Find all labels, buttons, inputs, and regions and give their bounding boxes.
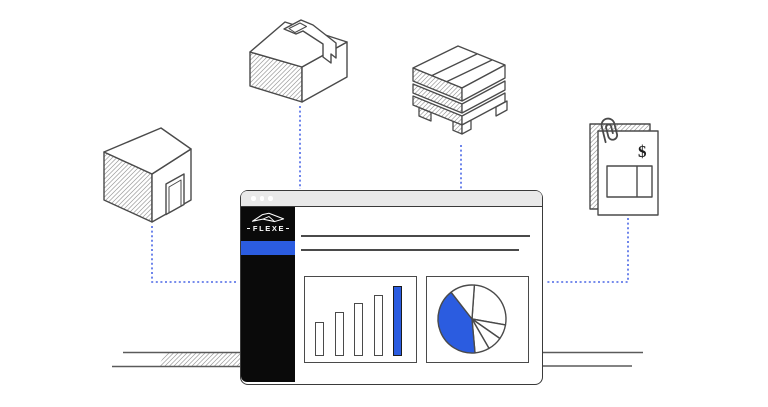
- sidebar-active-item[interactable]: [241, 241, 295, 255]
- bar-chart-panel[interactable]: [304, 276, 417, 363]
- connector-warehouse: [151, 226, 238, 283]
- warehouse-door: [165, 173, 185, 216]
- window-titlebar[interactable]: [241, 191, 542, 207]
- ground-hatch: [158, 352, 240, 367]
- dashboard-content: [295, 207, 542, 382]
- ground-lines: [112, 351, 643, 368]
- bar: [393, 286, 402, 356]
- pie-chart: [437, 284, 507, 354]
- connector-invoice: [545, 218, 629, 283]
- sidebar: FLEXE: [241, 207, 295, 382]
- bar: [315, 322, 324, 356]
- pie-slice: [471, 284, 507, 326]
- pallet-crate-icon: [412, 45, 508, 135]
- logo-right-line: [286, 228, 290, 229]
- window-control-dot[interactable]: [268, 196, 273, 201]
- flexe-roof-icon: [251, 212, 285, 223]
- placeholder-text-line: [301, 235, 530, 237]
- window-control-dot[interactable]: [251, 196, 256, 201]
- bar: [354, 303, 363, 356]
- invoice-document-icon: $: [589, 117, 659, 216]
- pallet-foot: [461, 119, 472, 135]
- logo-left-line: [246, 228, 250, 229]
- pie-slice: [437, 291, 476, 354]
- pie-slice: [450, 284, 476, 320]
- dashboard-window: FLEXE: [240, 190, 543, 385]
- pallet-foot: [418, 106, 432, 122]
- dotted-connectors: [151, 106, 629, 283]
- box-tape: [283, 19, 337, 64]
- window-control-dot[interactable]: [259, 196, 264, 201]
- bar: [373, 295, 383, 356]
- warehouse-icon: [103, 127, 192, 223]
- paperclip-icon: [600, 117, 618, 144]
- brand-wordmark: FLEXE: [252, 224, 286, 233]
- pallet-foot: [495, 100, 508, 117]
- pie-chart-panel[interactable]: [426, 276, 529, 363]
- flexe-logo: FLEXE: [241, 212, 295, 233]
- dollar-sign: $: [638, 142, 647, 161]
- placeholder-text-line: [301, 249, 519, 251]
- bar: [334, 312, 344, 356]
- shipping-box-icon: [249, 19, 348, 103]
